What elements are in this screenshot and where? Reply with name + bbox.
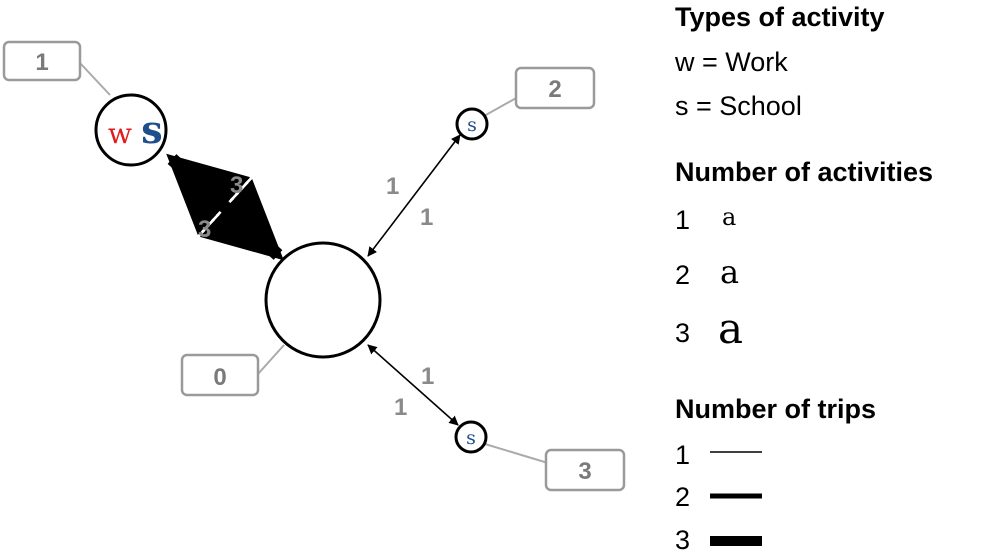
legend: Types of activity w = Work s = School Nu…	[674, 2, 933, 554]
legend-activity-glyph-1: a	[722, 203, 736, 231]
badge-node-2: 2	[514, 66, 596, 110]
legend-trips-title: Number of trips	[675, 394, 876, 424]
node-1-activity-school: s	[141, 107, 162, 152]
trip-count-0-1-out: 3	[230, 172, 243, 199]
badge-node-0: 0	[180, 353, 260, 397]
edge-0-3	[367, 344, 459, 426]
svg-text:2: 2	[548, 76, 561, 103]
node-1-activity-work: w	[108, 117, 132, 150]
node-2[interactable]: s	[455, 107, 489, 141]
badge-node-1: 1	[2, 40, 82, 82]
badge-connector-node-0	[257, 344, 285, 375]
node-3[interactable]: s	[454, 420, 488, 454]
trip-count-0-3-in: 1	[394, 394, 407, 421]
legend-trip-count-1: 1	[675, 440, 690, 470]
legend-activity-count-1: 1	[675, 205, 690, 235]
badge-connector-node-2	[483, 96, 519, 117]
edge-0-1	[166, 153, 284, 261]
legend-type-work: w = Work	[674, 47, 788, 77]
node-2-activity-school: s	[467, 114, 477, 136]
legend-activity-glyph-2: a	[720, 253, 739, 291]
trip-count-0-2-in: 1	[420, 204, 433, 231]
legend-activities-title: Number of activities	[675, 157, 933, 187]
badge-connector-node-3	[484, 443, 549, 464]
legend-activity-count-3: 3	[675, 318, 690, 348]
legend-trip-count-3: 3	[675, 525, 690, 554]
badge-node-3: 3	[544, 448, 626, 492]
svg-text:0: 0	[213, 364, 226, 391]
node-1[interactable]: w s	[94, 93, 168, 167]
edge-0-2	[367, 134, 461, 257]
svg-text:3: 3	[578, 458, 591, 485]
legend-type-school: s = School	[675, 91, 802, 121]
node-3-activity-school: s	[466, 427, 476, 449]
node-0[interactable]	[264, 241, 382, 359]
legend-activity-count-2: 2	[675, 260, 690, 290]
legend-activity-glyph-3: a	[718, 304, 743, 353]
trip-count-0-2-out: 1	[386, 173, 399, 200]
svg-text:1: 1	[35, 49, 48, 76]
legend-trip-count-2: 2	[675, 482, 690, 512]
trip-count-0-1-in: 3	[198, 216, 211, 243]
trip-count-0-3-out: 1	[421, 363, 434, 390]
legend-types-title: Types of activity	[675, 2, 885, 32]
badge-connector-node-1	[79, 62, 111, 96]
